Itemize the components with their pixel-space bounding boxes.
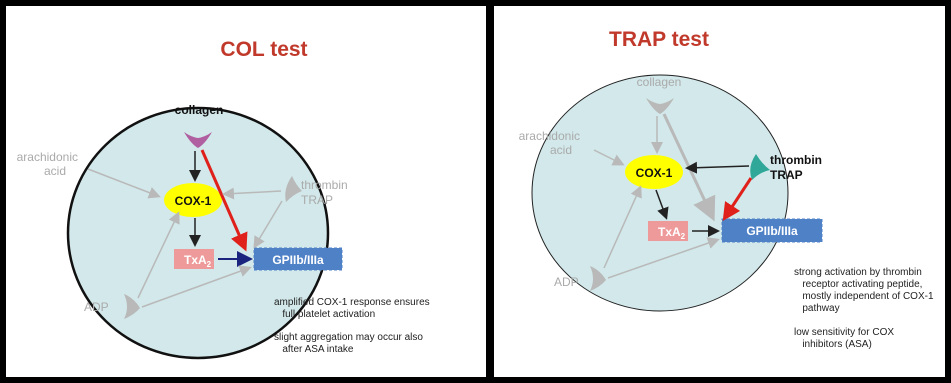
adp-receptor-icon xyxy=(590,266,606,291)
arrow-thrombin-cox1 xyxy=(685,161,750,174)
note-line: after ASA intake xyxy=(274,344,354,355)
arrow-aa-cox1 xyxy=(87,168,161,199)
note-line: pathway xyxy=(794,303,840,314)
gpiib-iiia-label: GPIIb/IIIa xyxy=(746,224,798,238)
panel-title: COL test xyxy=(220,38,307,61)
note-line: amplified COX-1 response ensures xyxy=(274,297,430,308)
arachidonic-label-line2: acid xyxy=(550,143,572,157)
cox1-node xyxy=(164,183,222,217)
trap-label: TRAP xyxy=(301,193,333,207)
trap-test-diagram: TRAP test collagen arachidonic acid thro… xyxy=(519,28,934,350)
panel-title: TRAP test xyxy=(609,28,709,51)
collagen-receptor-icon xyxy=(184,132,212,148)
platelet-cell xyxy=(531,74,789,312)
adp-receptor-icon xyxy=(124,294,140,319)
arrow-thrombin-gp xyxy=(253,200,283,249)
trap-test-panel: TRAP test collagen arachidonic acid thro… xyxy=(494,6,945,377)
notes: strong activation by thrombin receptor a… xyxy=(794,267,934,350)
note-line: strong activation by thrombin xyxy=(794,267,922,278)
thrombin-label: thrombin xyxy=(301,178,348,192)
collagen-receptor-icon xyxy=(646,98,674,114)
gpiib-iiia-label: GPIIb/IIIa xyxy=(272,253,324,267)
arrow-cox1-txa2 xyxy=(655,189,669,220)
thrombin-label: thrombin xyxy=(770,153,822,167)
collagen-label: collagen xyxy=(175,103,224,117)
arrow-thrombin-gp-red xyxy=(722,177,753,222)
gpiib-iiia-node xyxy=(721,218,823,243)
note-line: mostly independent of COX-1 xyxy=(794,291,934,302)
note-line: slight aggregation may occur also xyxy=(274,332,423,343)
col-test-diagram: COL test collagen arachidonic acid throm… xyxy=(17,38,430,360)
arrow-adp-gp xyxy=(607,237,720,279)
note-line: full platelet activation xyxy=(274,309,375,320)
arachidonic-label-line2: acid xyxy=(44,164,66,178)
adp-label: ADP xyxy=(84,300,109,314)
arrow-thrombin-cox1 xyxy=(222,187,282,200)
cox1-node xyxy=(625,155,683,189)
arrow-adp-cox1 xyxy=(137,211,180,299)
arrow-adp-gp xyxy=(141,265,252,308)
note-line: receptor activating peptide, xyxy=(794,279,922,290)
txa2-node xyxy=(174,249,214,269)
thrombin-receptor-icon xyxy=(285,176,302,202)
note-line: low sensitivity for COX xyxy=(794,327,894,338)
notes: amplified COX-1 response ensures full pl… xyxy=(274,297,430,355)
txa2-label: TxA2 xyxy=(658,225,686,241)
txa2-label: TxA2 xyxy=(184,253,212,269)
txa2-node xyxy=(648,221,688,241)
adp-label: ADP xyxy=(554,275,579,289)
arachidonic-label-line1: arachidonic xyxy=(17,150,78,164)
note-line: inhibitors (ASA) xyxy=(794,339,872,350)
col-test-panel: COL test collagen arachidonic acid throm… xyxy=(6,6,486,377)
cox1-label: COX-1 xyxy=(175,194,212,208)
arachidonic-label-line1: arachidonic xyxy=(519,129,580,143)
thrombin-receptor-icon xyxy=(750,154,770,180)
platelet-cell xyxy=(66,106,330,360)
trap-label: TRAP xyxy=(770,168,803,182)
gpiib-iiia-node xyxy=(253,247,343,271)
arrow-adp-cox1 xyxy=(603,185,642,269)
arrow-aa-cox1 xyxy=(593,149,625,166)
cox1-label: COX-1 xyxy=(636,166,673,180)
collagen-label: collagen xyxy=(637,75,682,89)
